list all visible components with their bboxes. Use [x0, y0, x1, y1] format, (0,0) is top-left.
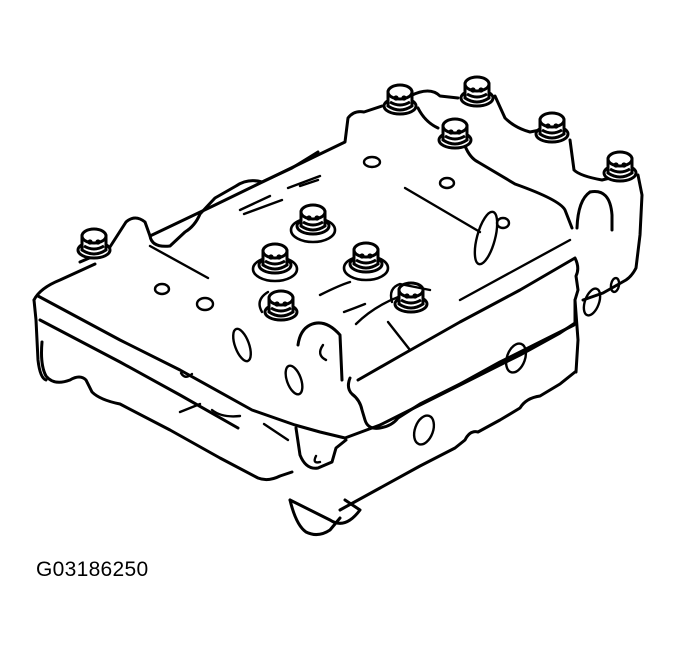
upper-plate-outline [32, 89, 644, 440]
hole [504, 342, 528, 374]
hole [582, 287, 602, 317]
hole [438, 176, 456, 190]
hole [609, 276, 621, 294]
hole [153, 282, 171, 296]
hole [362, 155, 382, 169]
bolt-icon [291, 205, 335, 242]
bolt-icon [459, 75, 495, 108]
bolt-icon [344, 243, 388, 280]
right-block-outline [288, 256, 580, 537]
surface-details [148, 174, 572, 352]
holes [153, 155, 621, 446]
valve-body-illustration [32, 75, 644, 537]
bolt-icon [76, 227, 112, 260]
bolt-icon [437, 117, 473, 150]
valve-body-drawing [32, 75, 644, 537]
hole [473, 210, 499, 266]
boss [296, 321, 344, 382]
hole [195, 296, 215, 312]
hole [412, 414, 436, 446]
hole [232, 327, 252, 363]
figure-caption: G03186250 [36, 558, 149, 581]
bolt-icon [382, 83, 418, 116]
middle-plate-outline [38, 318, 348, 482]
hole [495, 216, 511, 230]
bolts [76, 75, 638, 322]
hole [284, 364, 304, 396]
bolt-icon [534, 111, 570, 144]
bolt-icon [263, 289, 299, 322]
bolt-icon [602, 150, 638, 183]
bolt-icon [253, 244, 297, 281]
